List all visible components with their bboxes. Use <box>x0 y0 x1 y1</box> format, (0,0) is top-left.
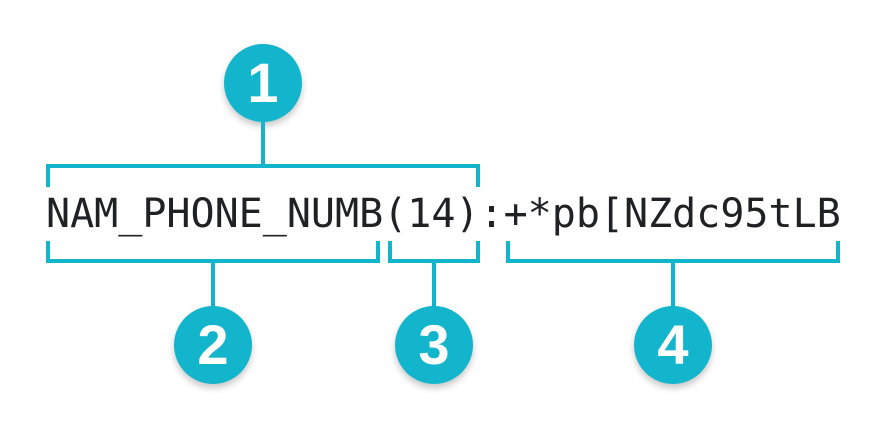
callout-1-label: 1 <box>247 51 279 114</box>
field-length-text: (14) <box>383 191 480 237</box>
callout-1-badge: 1 <box>224 44 302 122</box>
bracket-field-value <box>506 241 840 263</box>
callout-4-connector-line <box>671 261 675 307</box>
field-value-text: +*pb[NZdc95tLB <box>503 191 841 237</box>
separator-text: : <box>479 191 504 237</box>
bracket-field-length <box>388 241 480 263</box>
callout-2-badge: 2 <box>174 306 252 384</box>
record-string: NAM_PHONE_NUMB (14) : +*pb[NZdc95tLB <box>46 186 841 242</box>
bracket-name-and-length <box>46 164 480 187</box>
callout-3-badge: 3 <box>395 306 473 384</box>
callout-1-connector-line <box>261 120 265 166</box>
field-name-text: NAM_PHONE_NUMB <box>46 191 384 237</box>
callout-3-label: 3 <box>418 313 450 376</box>
callout-3-connector-line <box>432 261 436 307</box>
callout-4-badge: 4 <box>634 306 712 384</box>
callout-2-label: 2 <box>197 313 229 376</box>
bracket-field-name <box>46 241 380 263</box>
callout-4-label: 4 <box>657 313 689 376</box>
callout-2-connector-line <box>211 261 215 307</box>
